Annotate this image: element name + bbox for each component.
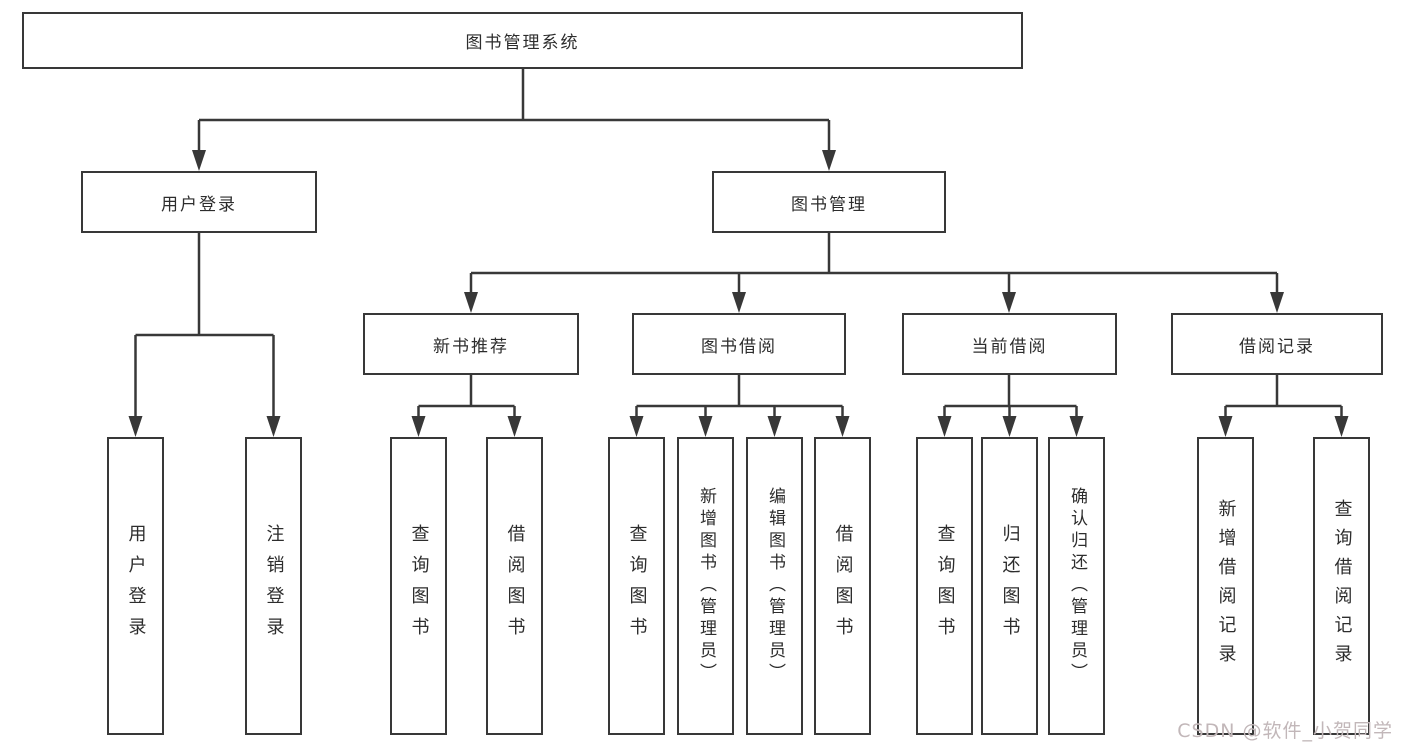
leaf-logout-login-label: 注销登录	[263, 524, 285, 648]
node-current-borrow: 当前借阅	[902, 313, 1117, 375]
leaf-borrow-book-label: 借阅图书	[832, 524, 854, 648]
leaf-query-book-recommend: 查询图书	[390, 437, 447, 735]
node-root-label: 图书管理系统	[465, 33, 580, 53]
node-current-borrow-label: 当前借阅	[971, 336, 1048, 357]
node-book-borrow: 图书借阅	[632, 313, 846, 375]
node-borrow-record-label: 借阅记录	[1239, 336, 1315, 357]
node-book-management: 图书管理	[712, 171, 946, 233]
leaf-edit-book-admin-label: 编辑图书（管理员）	[765, 487, 785, 685]
node-user-login-label: 用户登录	[161, 194, 237, 215]
node-root-system: 图书管理系统	[22, 12, 1023, 69]
leaf-add-borrow-record-label: 新增借阅记录	[1215, 499, 1237, 673]
leaf-query-book-recommend-label: 查询图书	[408, 524, 430, 648]
leaf-query-book-current-label: 查询图书	[934, 524, 956, 648]
leaf-return-book: 归还图书	[981, 437, 1038, 735]
leaf-query-book-borrow-label: 查询图书	[626, 524, 648, 648]
node-user-login: 用户登录	[81, 171, 317, 233]
leaf-add-book-admin-label: 新增图书（管理员）	[696, 487, 716, 685]
leaf-borrow-book-recommend: 借阅图书	[486, 437, 543, 735]
node-new-book-recommend: 新书推荐	[363, 313, 579, 375]
leaf-user-login: 用户登录	[107, 437, 164, 735]
leaf-confirm-return-admin: 确认归还（管理员）	[1048, 437, 1105, 735]
leaf-logout-login: 注销登录	[245, 437, 302, 735]
leaf-add-book-admin: 新增图书（管理员）	[677, 437, 734, 735]
node-borrow-record: 借阅记录	[1171, 313, 1383, 375]
leaf-return-book-label: 归还图书	[999, 524, 1021, 648]
leaf-query-borrow-record: 查询借阅记录	[1313, 437, 1370, 735]
node-book-management-label: 图书管理	[791, 194, 867, 215]
leaf-edit-book-admin: 编辑图书（管理员）	[746, 437, 803, 735]
leaf-borrow-book: 借阅图书	[814, 437, 871, 735]
leaf-query-book-current: 查询图书	[916, 437, 973, 735]
leaf-add-borrow-record: 新增借阅记录	[1197, 437, 1254, 735]
leaf-user-login-label: 用户登录	[125, 524, 147, 648]
leaf-borrow-book-recommend-label: 借阅图书	[504, 524, 526, 648]
csdn-watermark: CSDN @软件_小贺同学	[1177, 720, 1393, 742]
tree-edges	[134, 69, 1343, 420]
node-book-borrow-label: 图书借阅	[701, 336, 777, 357]
leaf-confirm-return-admin-label: 确认归还（管理员）	[1067, 487, 1087, 685]
leaf-query-book-borrow: 查询图书	[608, 437, 665, 735]
node-new-book-recommend-label: 新书推荐	[433, 336, 509, 357]
arrowheads	[128, 150, 1349, 437]
leaf-query-borrow-record-label: 查询借阅记录	[1331, 499, 1353, 673]
